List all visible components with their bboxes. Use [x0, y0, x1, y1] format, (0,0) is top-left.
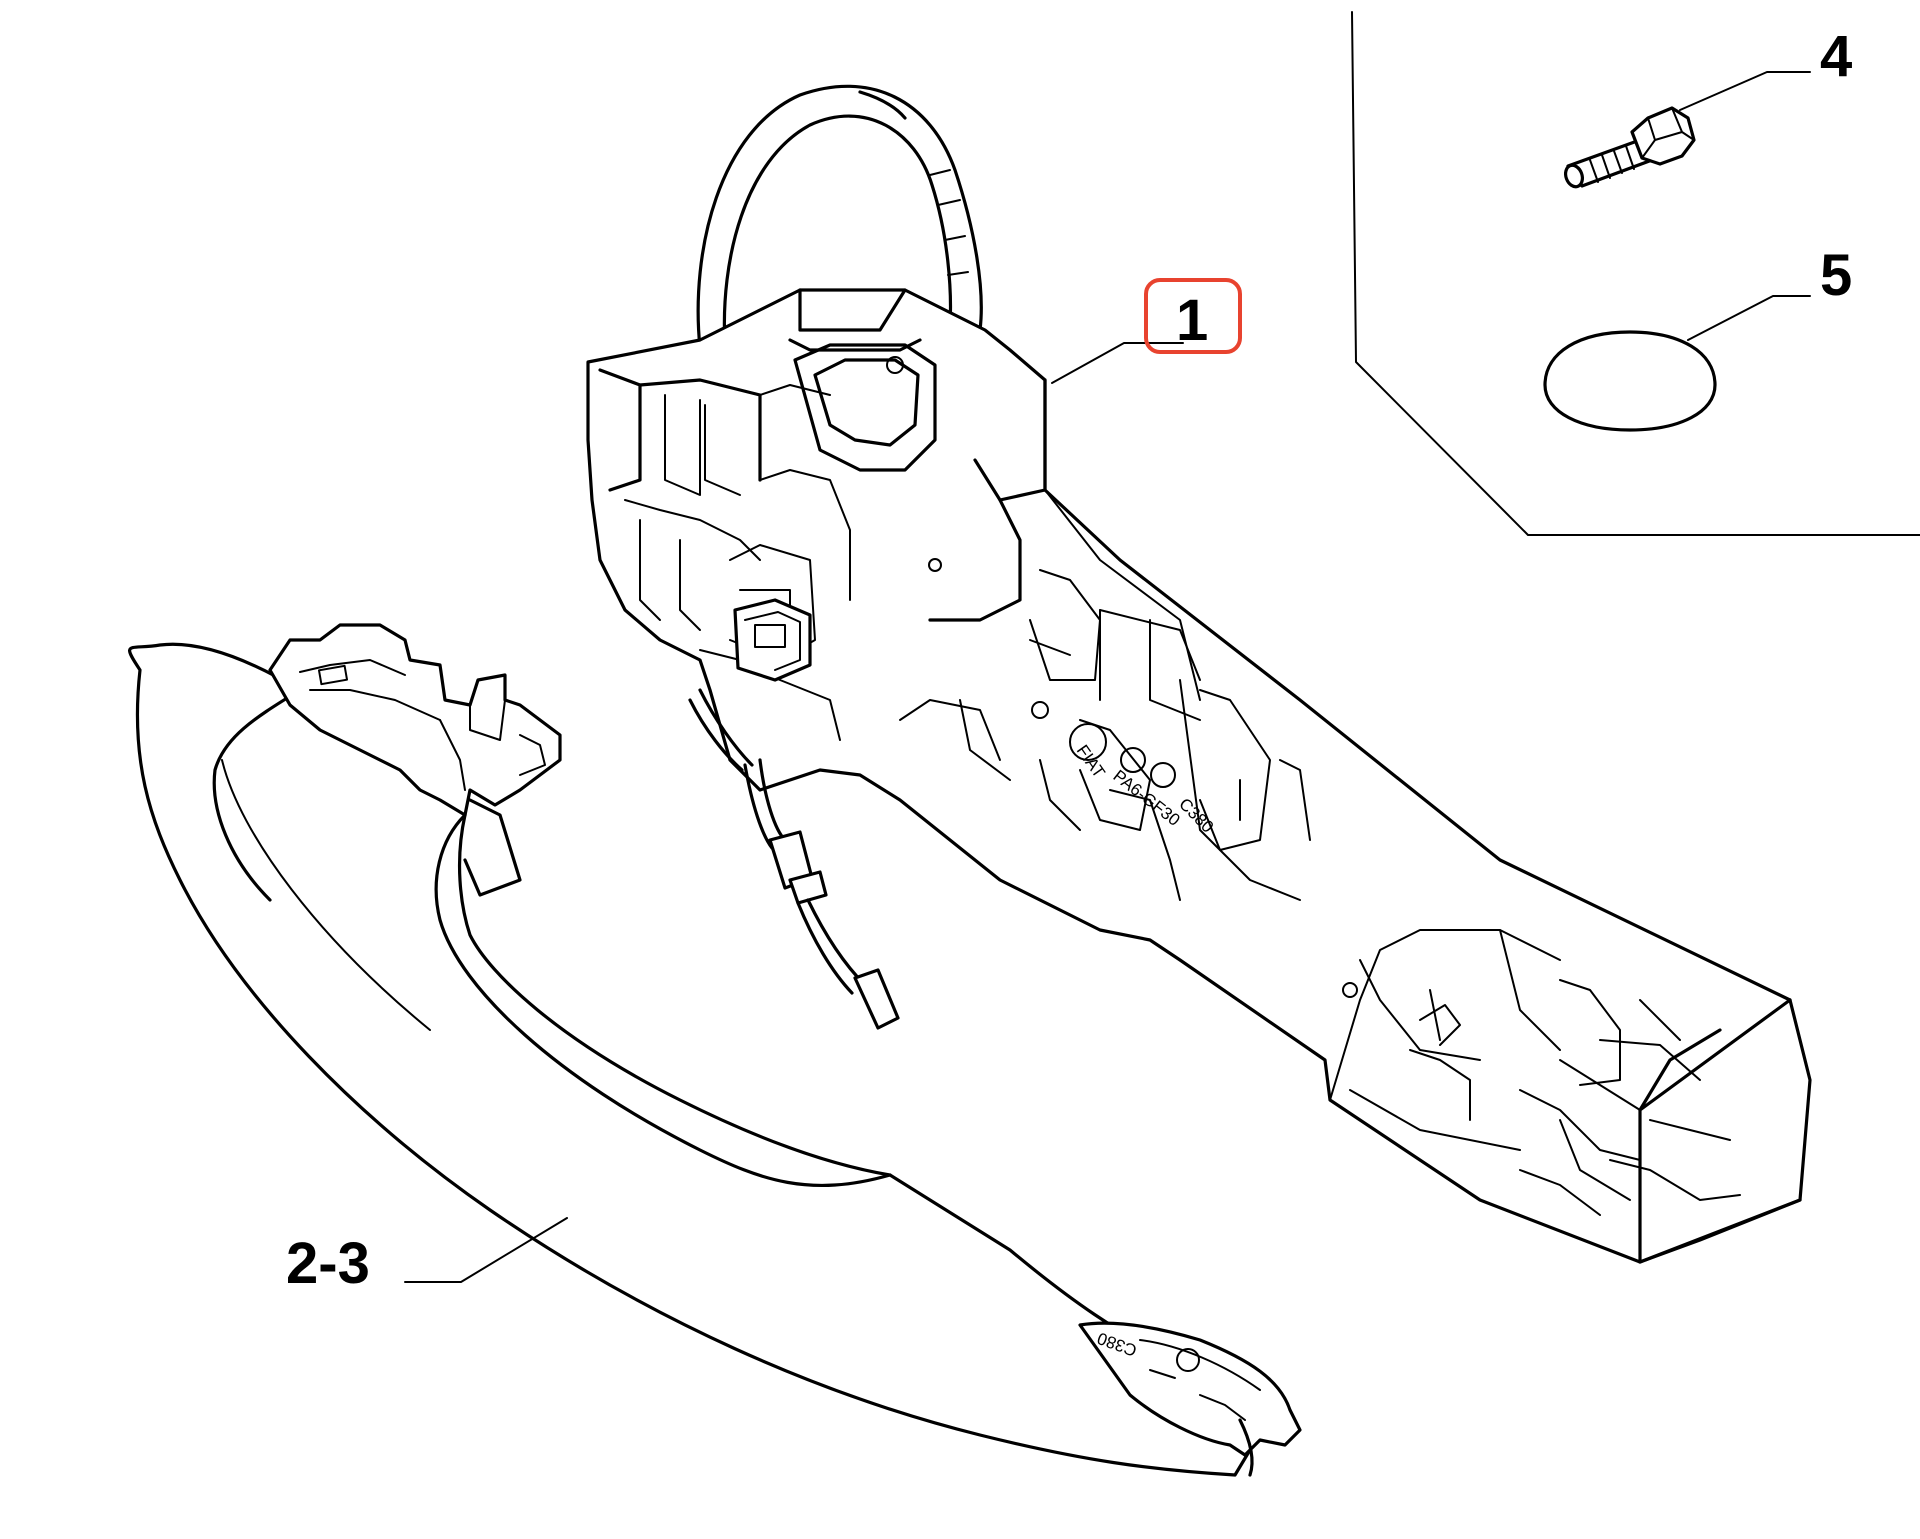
part-2-3-label: 2-3 [286, 1231, 370, 1296]
part-5-label: 5 [1820, 243, 1852, 308]
outer-door-handle: C380 [128, 623, 1302, 1477]
part-1-label: 1 [1176, 288, 1208, 353]
parts-inset-frame [1351, 11, 1920, 536]
part-1-highlight-box [1144, 278, 1242, 354]
handle-carrier-bracket: FIAT PA6-GF30 C380 [586, 84, 1812, 1264]
leader-lines [404, 71, 1811, 1283]
seal-ring-part [1543, 330, 1717, 432]
bolt-part [1563, 106, 1696, 189]
part-4-label: 4 [1820, 24, 1852, 89]
